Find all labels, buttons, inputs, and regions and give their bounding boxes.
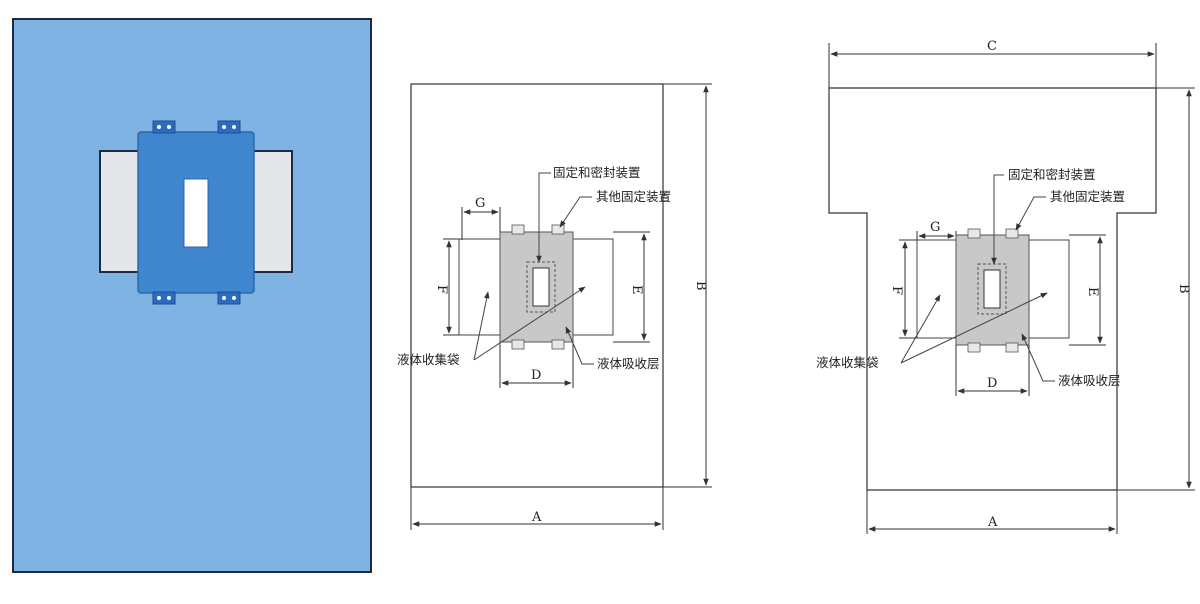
window-t bbox=[983, 269, 1001, 309]
label-fix-seal: 固定和密封装置 bbox=[553, 165, 641, 180]
left-bag-t bbox=[916, 239, 957, 339]
left-bag bbox=[458, 238, 501, 336]
dim-a-label-t: A bbox=[987, 515, 998, 530]
tab-tl-t bbox=[967, 228, 981, 239]
seal-outline-t bbox=[977, 263, 1007, 315]
right-bag-t bbox=[1028, 239, 1070, 339]
drawing-t-shaped: C A B G F E D 固定和密封装置 其他固 bbox=[816, 39, 1195, 534]
tab-tr bbox=[551, 224, 565, 235]
dim-d-label-t: D bbox=[987, 376, 997, 391]
drawing-rectangular: A B G F E D 固定和密封装置 其他固定装置 液体收集袋 bbox=[397, 83, 712, 530]
tab-bl-t bbox=[967, 342, 981, 353]
label-other-fix: 其他固定装置 bbox=[596, 189, 671, 204]
fixing-tab-bottom-left bbox=[152, 291, 176, 305]
window bbox=[532, 267, 550, 307]
sheet-outline bbox=[410, 83, 664, 488]
dim-f-label-t: F bbox=[889, 286, 904, 295]
dim-b-label-t: B bbox=[1176, 284, 1191, 294]
dim-e-label: E bbox=[629, 285, 644, 295]
tab-tr-t bbox=[1005, 228, 1019, 239]
dim-f-label: F bbox=[434, 285, 449, 294]
fixing-tab-top-right bbox=[217, 120, 241, 134]
tab-bl bbox=[511, 339, 525, 350]
right-bag bbox=[572, 238, 614, 336]
dim-e-label-t: E bbox=[1085, 287, 1100, 297]
label-absorb-layer-t: 液体吸收层 bbox=[1058, 373, 1121, 388]
dim-g-label: G bbox=[475, 196, 485, 211]
dim-b-label: B bbox=[693, 281, 708, 291]
tab-br bbox=[551, 339, 565, 350]
dim-g-label-t: G bbox=[930, 220, 940, 235]
drape-sheet bbox=[12, 18, 372, 573]
fixing-tab-top-left bbox=[152, 120, 176, 134]
fenestration bbox=[183, 178, 209, 248]
tab-tl bbox=[511, 224, 525, 235]
label-liquid-bag-t: 液体收集袋 bbox=[816, 355, 879, 370]
label-absorb-layer: 液体吸收层 bbox=[597, 356, 660, 371]
seal-outline bbox=[526, 261, 556, 313]
label-fix-seal-t: 固定和密封装置 bbox=[1008, 167, 1096, 182]
label-other-fix-t: 其他固定装置 bbox=[1050, 189, 1125, 204]
dim-c-label: C bbox=[987, 39, 997, 54]
dim-d-label: D bbox=[531, 368, 541, 383]
fixing-tab-bottom-right bbox=[217, 291, 241, 305]
tab-br-t bbox=[1005, 342, 1019, 353]
dim-a-label: A bbox=[531, 510, 542, 525]
label-liquid-bag: 液体收集袋 bbox=[397, 352, 460, 367]
product-illustration bbox=[12, 18, 372, 573]
right-collection-bag bbox=[251, 150, 293, 273]
left-collection-bag bbox=[99, 150, 141, 273]
